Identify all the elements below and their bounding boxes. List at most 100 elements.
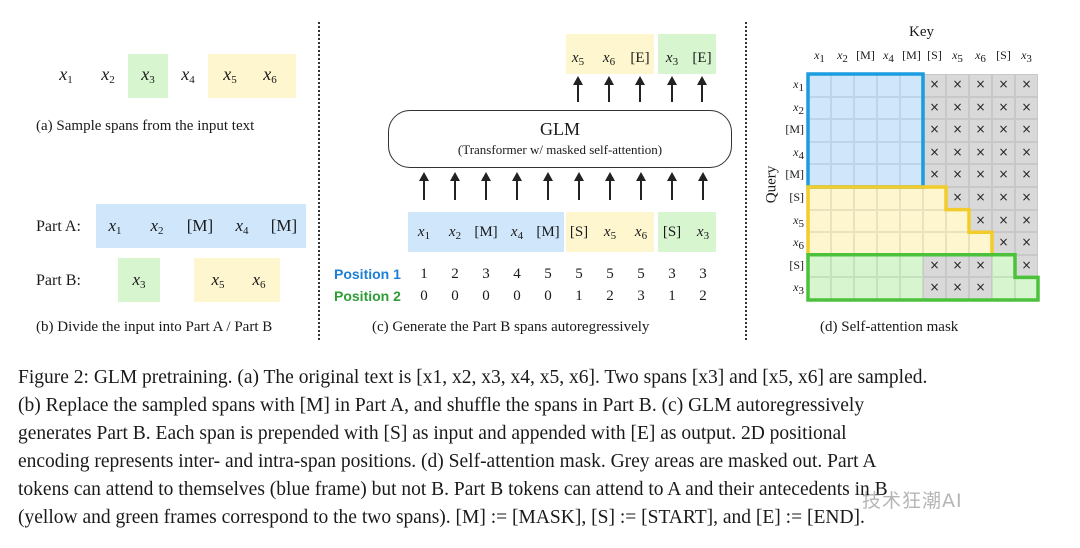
yellow-frame — [806, 185, 994, 257]
key-token-7: x6 — [975, 48, 986, 65]
position1-value-8: 3 — [668, 266, 676, 282]
separator-right — [745, 22, 747, 340]
caption-line-4: encoding represents inter- and intra-spa… — [18, 451, 877, 472]
query-token-0: x1 — [793, 77, 804, 94]
output-box-yellow — [566, 34, 654, 74]
panel-c-caption: (c) Generate the Part B spans autoregres… — [372, 319, 650, 335]
figure-caption: Figure 2: GLM pretraining. (a) The origi… — [18, 364, 1058, 532]
mask-cell — [969, 119, 992, 142]
query-token-1: x2 — [793, 99, 804, 117]
mask-cell — [1015, 232, 1038, 255]
mask-x-mark: × — [952, 77, 963, 91]
position1-value-3: 4 — [513, 266, 521, 282]
mask-cell — [992, 187, 1015, 210]
query-token-8: [S] — [789, 257, 804, 272]
position1-value-2: 3 — [482, 266, 490, 282]
gen-input-token-8: [S] — [662, 224, 682, 240]
position2-value-2: 0 — [482, 288, 490, 304]
query-token-7: x6 — [793, 235, 804, 253]
mask-x-mark: × — [1021, 257, 1032, 272]
key-token-3: x4 — [883, 48, 894, 65]
mask-cell — [992, 119, 1015, 142]
query-token-3: x4 — [793, 144, 804, 162]
input-box-yellow — [566, 212, 654, 252]
mask-cell — [946, 96, 969, 120]
input-token-1: x2 — [101, 64, 115, 86]
key-token-0: x1 — [814, 48, 825, 65]
position1-value-6: 5 — [606, 266, 614, 282]
mask-cell — [946, 119, 969, 142]
span-highlight-x3 — [128, 54, 168, 98]
mask-x-mark: × — [1021, 99, 1032, 114]
position1-value-5: 5 — [575, 266, 583, 282]
position1-value-1: 2 — [451, 266, 459, 282]
output-token-2: [E] — [630, 50, 650, 66]
query-token-9: x3 — [793, 280, 804, 298]
input-token-5: x6 — [263, 64, 277, 86]
mask-x-mark: × — [975, 190, 986, 204]
mask-cell — [1015, 96, 1038, 120]
caption-line-3: generates Part B. Each span is prepended… — [18, 423, 847, 444]
mask-cell — [877, 96, 900, 120]
mask-cell — [831, 119, 854, 142]
mask-cell — [946, 141, 969, 165]
mask-cell — [831, 209, 854, 233]
gen-input-token-1: x2 — [448, 224, 462, 242]
position1-value-0: 1 — [420, 266, 428, 282]
query-token-5: [S] — [789, 190, 804, 204]
separator-left — [318, 22, 320, 340]
part-b-token-2: x6 — [252, 270, 266, 291]
panel-a-caption: (a) Sample spans from the input text — [36, 118, 255, 134]
output-token-1: x6 — [602, 50, 616, 68]
part-a-token-4: [M] — [270, 216, 298, 235]
mask-x-mark: × — [998, 99, 1009, 114]
key-token-1: x2 — [837, 48, 848, 65]
input-token-4: x5 — [223, 64, 237, 86]
part-b-label: Part B: — [36, 272, 81, 289]
mask-x-mark: × — [929, 99, 940, 114]
mask-cell — [946, 74, 969, 97]
mask-x-mark: × — [998, 144, 1009, 159]
mask-x-mark: × — [998, 190, 1009, 204]
mask-cell — [854, 119, 877, 142]
mask-cell — [877, 141, 900, 165]
mask-cell — [1015, 209, 1038, 233]
mask-x-mark: × — [1021, 190, 1032, 204]
mask-cell — [854, 209, 877, 233]
mask-x-mark: × — [952, 190, 963, 204]
mask-cell — [992, 74, 1015, 97]
mask-x-mark: × — [975, 144, 986, 159]
part-a-label: Part A: — [36, 218, 81, 235]
position1-value-4: 5 — [544, 266, 552, 282]
gen-input-token-6: x5 — [603, 224, 617, 242]
output-token-4: [E] — [692, 50, 712, 66]
position1-label: Position 1 — [334, 266, 401, 282]
position2-label: Position 2 — [334, 288, 401, 304]
mask-x-mark: × — [1021, 235, 1032, 250]
mask-cell — [969, 164, 992, 187]
mask-x-mark: × — [998, 167, 1009, 182]
green-frame — [806, 253, 1040, 302]
gen-input-token-0: x1 — [417, 224, 431, 242]
mask-cell — [969, 74, 992, 97]
input-box-green — [658, 212, 716, 252]
mask-x-mark: × — [975, 167, 986, 182]
position2-value-9: 2 — [699, 288, 707, 304]
part-b-token-0: x3 — [132, 270, 146, 291]
mask-x-mark: × — [1021, 144, 1032, 159]
mask-x-mark: × — [998, 235, 1009, 250]
mask-cell — [1015, 119, 1038, 142]
mask-x-mark: × — [1021, 167, 1032, 182]
glm-title: GLM — [540, 119, 580, 139]
mask-cell — [992, 209, 1015, 233]
watermark: 技术狂潮AI — [862, 490, 963, 512]
mask-x-mark: × — [929, 280, 940, 295]
mask-x-mark: × — [952, 122, 963, 137]
mask-x-mark: × — [975, 257, 986, 272]
key-token-6: x5 — [952, 48, 963, 65]
span-highlight-x5x6 — [208, 54, 296, 98]
caption-line-1: Figure 2: GLM pretraining. (a) The origi… — [18, 367, 928, 388]
mask-cell — [969, 141, 992, 165]
query-token-2: [M] — [785, 122, 804, 137]
gen-input-token-5: [S] — [569, 224, 589, 240]
